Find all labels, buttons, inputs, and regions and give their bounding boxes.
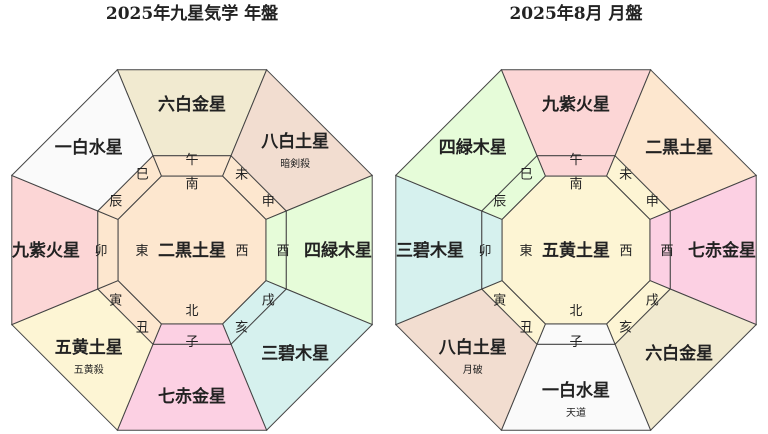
direction-s: 南 bbox=[569, 176, 582, 192]
direction-w: 西 bbox=[619, 244, 632, 259]
zodiac-label-nw: 戌亥 bbox=[235, 294, 275, 336]
star-label-ne: 八白土星 bbox=[439, 337, 507, 358]
zodiac-label-sw: 未申 bbox=[235, 168, 275, 210]
direction-w: 西 bbox=[235, 244, 248, 259]
star-label-w: 四緑木星 bbox=[304, 240, 372, 261]
star-label-e: 三碧木星 bbox=[396, 240, 464, 261]
note-label-sw: 暗剣殺 bbox=[280, 157, 310, 170]
direction-n: 北 bbox=[569, 304, 582, 319]
zodiac-label-n: 子 bbox=[185, 335, 198, 350]
star-label-s: 六白金星 bbox=[158, 94, 226, 115]
star-label-e: 九紫火星 bbox=[11, 240, 80, 261]
note-label-n: 天道 bbox=[566, 406, 586, 419]
zodiac-label-s: 午 bbox=[569, 153, 582, 168]
zodiac-label-e: 卯 bbox=[478, 244, 491, 259]
direction-n: 北 bbox=[185, 304, 198, 319]
star-label-se: 四緑木星 bbox=[439, 137, 507, 158]
star-label-w: 七赤金星 bbox=[688, 240, 756, 261]
zodiac-label-se: 辰巳 bbox=[493, 168, 533, 210]
star-label-nw: 六白金星 bbox=[645, 343, 713, 364]
zodiac-label-sw: 未申 bbox=[619, 168, 659, 210]
center-star-label: 五黄土星 bbox=[542, 240, 610, 261]
note-label-ne: 五黄殺 bbox=[74, 363, 104, 376]
direction-s: 南 bbox=[185, 176, 198, 192]
year-board-title: 2025年九星気学 年盤 bbox=[105, 4, 279, 24]
star-label-sw: 八白土星 bbox=[261, 131, 329, 152]
star-label-n: 七赤金星 bbox=[158, 386, 226, 407]
zodiac-label-w: 酉 bbox=[660, 244, 673, 259]
zodiac-label-n: 子 bbox=[569, 335, 582, 350]
zodiac-label-s: 午 bbox=[185, 153, 198, 168]
direction-e: 東 bbox=[519, 243, 532, 259]
star-label-s: 九紫火星 bbox=[541, 94, 610, 115]
zodiac-label-ne: 丑寅 bbox=[109, 293, 149, 336]
zodiac-label-nw: 戌亥 bbox=[619, 294, 659, 336]
zodiac-label-ne: 丑寅 bbox=[493, 293, 533, 336]
center-star-label: 二黒土星 bbox=[158, 240, 226, 261]
star-label-n: 一白水星 bbox=[542, 380, 610, 401]
note-label-ne: 月破 bbox=[463, 363, 483, 376]
center-cell bbox=[117, 175, 267, 325]
zodiac-label-se: 辰巳 bbox=[109, 168, 149, 210]
zodiac-label-e: 卯 bbox=[94, 244, 107, 259]
star-label-nw: 三碧木星 bbox=[261, 343, 329, 364]
star-label-ne: 五黄土星 bbox=[55, 337, 123, 358]
zodiac-label-w: 酉 bbox=[276, 244, 289, 259]
month-board-title: 2025年8月 月盤 bbox=[509, 4, 643, 24]
star-label-se: 一白水星 bbox=[55, 137, 123, 158]
star-label-sw: 二黒土星 bbox=[645, 137, 713, 158]
center-cell bbox=[501, 175, 651, 325]
direction-e: 東 bbox=[135, 243, 148, 259]
